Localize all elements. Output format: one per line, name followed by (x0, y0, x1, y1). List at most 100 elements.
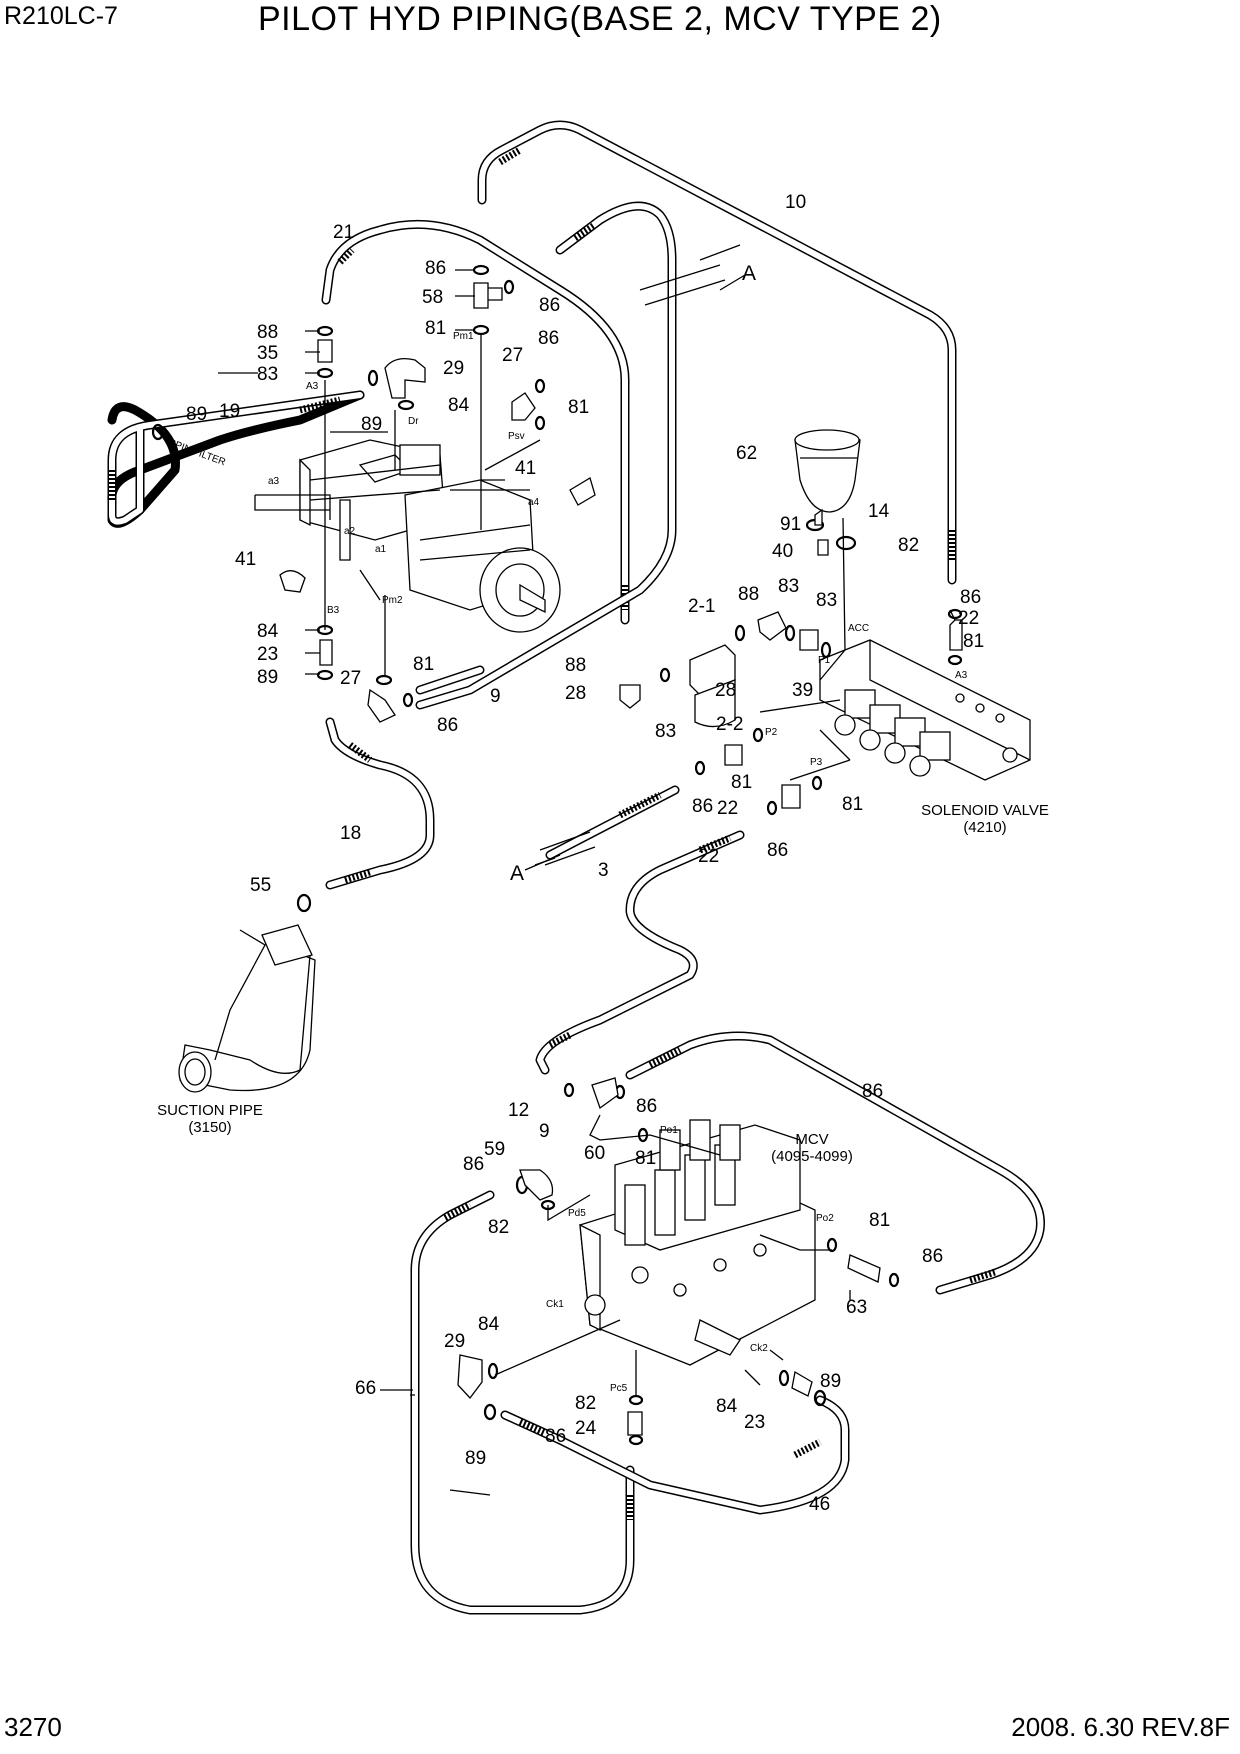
callout-number: 86 (636, 1096, 657, 1117)
mark-a-upper: A (742, 262, 756, 285)
hose-3 (545, 785, 680, 860)
o-rings (151, 264, 963, 1446)
callout-number: 21 (333, 222, 354, 243)
port-label: ACC (848, 623, 869, 634)
port-label: Pd5 (568, 1208, 586, 1219)
port-label: B3 (327, 605, 340, 616)
port-label: Po2 (816, 1213, 834, 1224)
port-label: a2 (344, 526, 356, 537)
mcv-body (579, 1119, 816, 1366)
port-label: Pm2 (382, 595, 403, 606)
callout-number: 83 (778, 576, 799, 597)
model-code: R210LC-7 (4, 2, 118, 30)
callout-number: 19 (219, 401, 240, 422)
callout-number: 89 (361, 414, 382, 435)
callout-number: 86 (692, 796, 713, 817)
suction-pipe-ref: (3150) (188, 1119, 231, 1136)
callout-number: 22 (958, 608, 979, 629)
callout-number: 9 (539, 1121, 550, 1142)
callout-number: 23 (257, 644, 278, 665)
callout-number: 81 (869, 1210, 890, 1231)
callout-number: 59 (484, 1139, 505, 1160)
callout-number: 55 (250, 875, 271, 896)
callout-number: 22 (698, 846, 719, 867)
callout-number: 14 (868, 501, 890, 522)
caption-solenoid-valve: SOLENOID VALVE (4210) (921, 802, 1049, 836)
callout-number: 86 (862, 1081, 883, 1102)
page-number: 3270 (4, 1712, 62, 1742)
callout-number: 86 (960, 587, 981, 608)
solenoid-valve-ref: (4210) (963, 819, 1006, 836)
callout-number: 23 (744, 1412, 765, 1433)
callout-number: 89 (257, 667, 278, 688)
leader-lines (214, 269, 956, 1496)
callout-number: 86 (922, 1246, 943, 1267)
main-pump (299, 439, 561, 633)
port-label: P2 (765, 727, 778, 738)
callout-number: 66 (355, 1378, 376, 1399)
callout-number: 29 (444, 1331, 465, 1352)
callout-number: 91 (780, 514, 801, 535)
callout-number: 83 (257, 364, 278, 385)
port-labels: A3a3a2a1B3Pm2Pm1DrPsva4ACCP1A3P2P3Po1Pd5… (268, 331, 968, 1394)
hose-19 (107, 390, 365, 528)
callout-number: 39 (792, 680, 813, 701)
port-label: P3 (810, 757, 823, 768)
callouts: 21 86 58 86 10 88 81 86 35 27 29 83 19 89 89 84 81 41 62 41… (186, 192, 984, 1515)
callout-number: 86 (767, 840, 788, 861)
callout-number: 22 (717, 798, 738, 819)
port-label: a3 (268, 476, 280, 487)
date-revision: 2008. 6.30 REV.8F (1011, 1712, 1230, 1742)
callout-number: 41 (235, 549, 256, 570)
port-label: Ck1 (546, 1299, 564, 1310)
mcv-ref: (4095-4099) (771, 1148, 853, 1165)
fittings (279, 282, 963, 1436)
port-label: Po1 (660, 1125, 678, 1136)
port-label: a1 (375, 544, 387, 555)
callout-number: 27 (502, 345, 523, 366)
callout-number: 62 (736, 443, 757, 464)
callout-number: 2-1 (688, 596, 715, 617)
callout-number: 88 (565, 655, 586, 676)
callout-number: 27 (340, 668, 361, 689)
callout-number: 86 (538, 328, 559, 349)
pipe-a-upper (639, 244, 741, 306)
suction-pipe (178, 924, 316, 1093)
hose-10 (477, 120, 957, 585)
callout-number: 86 (545, 1426, 566, 1447)
callout-number: 81 (413, 654, 434, 675)
hose-12 (535, 830, 745, 1075)
port-label: A3 (306, 381, 319, 392)
callout-number: 58 (422, 287, 443, 308)
callout-number: 86 (539, 295, 560, 316)
port-label: A3 (955, 670, 968, 681)
callout-number: 89 (186, 404, 207, 425)
callout-number: 81 (963, 631, 984, 652)
callout-number: 82 (575, 1393, 596, 1414)
callout-number: 63 (846, 1297, 867, 1318)
callout-number: 84 (448, 395, 470, 416)
mcv-name: MCV (795, 1131, 828, 1148)
callout-number: 35 (257, 343, 278, 364)
caption-mcv: MCV (4095-4099) (771, 1131, 853, 1165)
caption-suction-pipe: SUCTION PIPE (3150) (157, 1102, 263, 1136)
callout-number: 60 (584, 1143, 605, 1164)
callout-number: 82 (488, 1217, 509, 1238)
callout-number: 29 (443, 358, 464, 379)
callout-number: 81 (425, 318, 446, 339)
port-label: Ck2 (750, 1343, 768, 1354)
solenoid-valve-name: SOLENOID VALVE (921, 802, 1049, 819)
hose-21 (321, 219, 630, 625)
line-filter (689, 644, 736, 728)
callout-number: 89 (820, 1371, 841, 1392)
callout-number: 86 (437, 715, 458, 736)
callout-number: 40 (772, 541, 793, 562)
callout-number: 24 (575, 1418, 597, 1439)
callout-number: 28 (715, 680, 736, 701)
callout-number: 10 (785, 192, 806, 213)
callout-number: 3 (598, 860, 609, 881)
callout-number: 83 (816, 590, 837, 611)
hose-upper-right (415, 201, 677, 710)
port-label: Dr (408, 416, 419, 427)
callout-number: 41 (515, 458, 536, 479)
